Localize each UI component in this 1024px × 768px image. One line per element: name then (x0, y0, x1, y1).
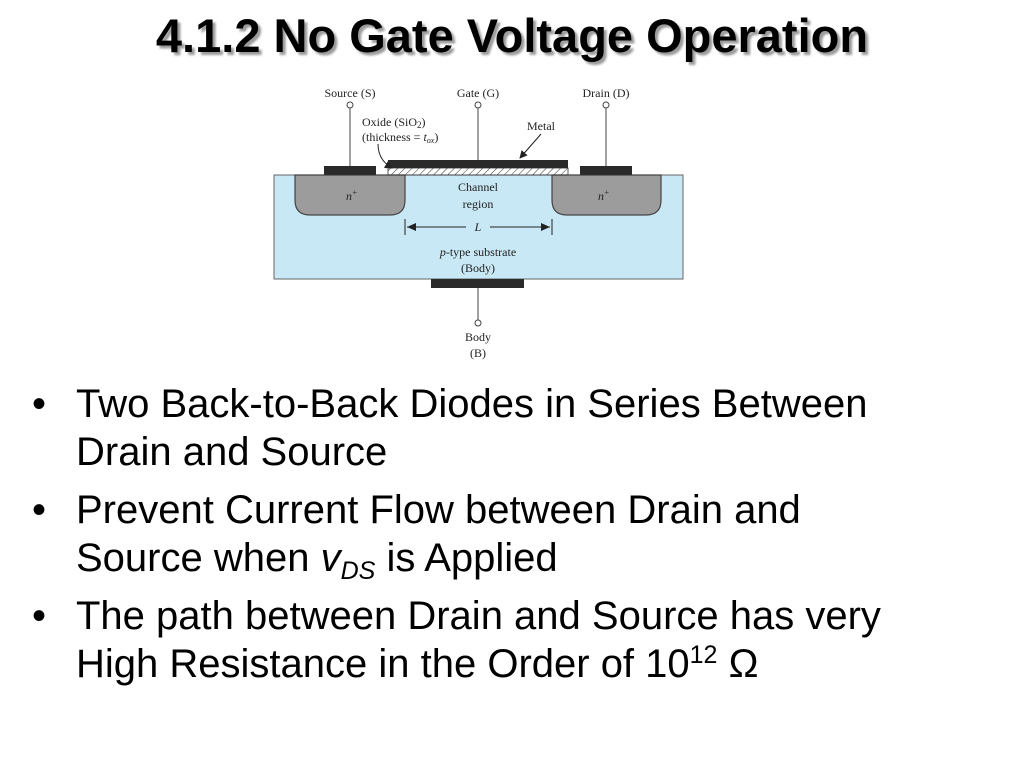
n-plus-source-label: n+ (346, 188, 357, 203)
vds-variable: v (320, 536, 341, 580)
resistance-exponent: 12 (689, 641, 718, 669)
body-letter-label: (B) (470, 346, 486, 360)
bullet-item-current-flow: • Prevent Current Flow between Drain and… (32, 486, 1002, 585)
oxide-thickness-label: (thickness = tox) (362, 130, 438, 145)
bullet-dot: • (32, 594, 47, 638)
mosfet-cross-section-diagram: Source (S) Gate (G) Drain (D) Oxide (SiO… (273, 86, 684, 360)
bullet-list: • Two Back-to-Back Diodes in Series Betw… (32, 380, 1002, 698)
metal-label: Metal (527, 119, 556, 133)
bullet-text-line2-end: is Applied (375, 536, 558, 580)
body-label: Body (465, 330, 491, 344)
source-terminal-icon (346, 101, 354, 109)
oxide-layer (387, 167, 569, 176)
n-plus-drain-label: n+ (598, 188, 609, 203)
bullet-dot: • (32, 382, 47, 426)
n-plus-source-region (294, 174, 406, 216)
bullet-text-line1: Two Back-to-Back Diodes in Series Betwee… (76, 382, 868, 426)
bullet-dot: • (32, 488, 47, 532)
body-terminal-icon (474, 319, 482, 327)
bullet-text-line1: Prevent Current Flow between Drain and (76, 488, 801, 532)
channel-label: Channel (458, 180, 499, 194)
gate-terminal-icon (474, 101, 482, 109)
gate-metal (388, 160, 568, 168)
source-contact (324, 166, 376, 175)
drain-contact (580, 166, 632, 175)
bullet-text-line2: High Resistance in the Order of 10 (76, 642, 690, 686)
bullet-text-line2: Source when (76, 536, 321, 580)
channel-length-label: L (474, 220, 482, 234)
drain-terminal-icon (602, 101, 610, 109)
n-plus-drain-region (551, 174, 662, 216)
source-label: Source (S) (325, 86, 376, 100)
substrate-body-label: (Body) (461, 261, 495, 275)
metal-pointer-arrow (519, 133, 542, 159)
gate-label: Gate (G) (457, 86, 499, 100)
region-label: region (463, 197, 494, 211)
substrate-label: p-type substrate (439, 245, 516, 259)
slide-title: 4.1.2 No Gate Voltage Operation (155, 9, 869, 62)
bullet-text-line1: The path between Drain and Source has ve… (76, 594, 881, 638)
drain-label: Drain (D) (583, 86, 630, 100)
oxide-pointer-arrow (377, 143, 393, 169)
oxide-label: Oxide (SiO2) (362, 115, 426, 130)
vds-subscript: DS (340, 557, 376, 585)
bullet-item-diodes: • Two Back-to-Back Diodes in Series Betw… (32, 380, 1002, 476)
bullet-text-line2: Drain and Source (76, 430, 388, 474)
ohm-symbol: Ω (717, 642, 759, 686)
bullet-item-resistance: • The path between Drain and Source has … (32, 592, 1002, 688)
body-contact (431, 279, 524, 288)
